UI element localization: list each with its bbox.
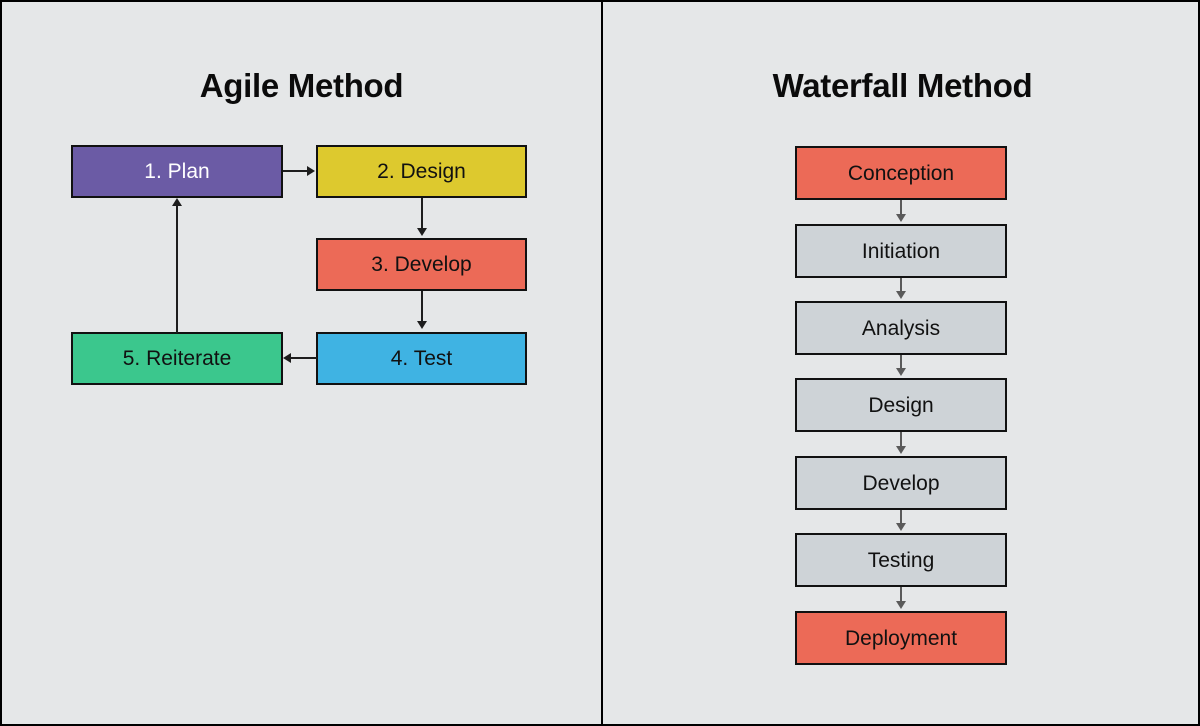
agile-node-plan[interactable]: 1. Plan xyxy=(71,145,283,198)
waterfall-node-testing-label: Testing xyxy=(867,548,935,572)
waterfall-panel-title: Waterfall Method xyxy=(772,67,1033,104)
agile-node-plan-label: 1. Plan xyxy=(144,160,210,183)
panel-divider xyxy=(601,2,603,724)
agile-node-design[interactable]: 2. Design xyxy=(316,145,527,198)
agile-node-test[interactable]: 4. Test xyxy=(316,332,527,385)
waterfall-node-deployment[interactable]: Deployment xyxy=(795,611,1007,665)
waterfall-node-conception-label: Conception xyxy=(847,161,955,185)
waterfall-node-design[interactable]: Design xyxy=(795,378,1007,432)
agile-node-design-label: 2. Design xyxy=(377,160,466,183)
agile-panel-title: Agile Method xyxy=(199,67,404,104)
waterfall-node-testing[interactable]: Testing xyxy=(795,533,1007,587)
waterfall-node-initiation-label: Initiation xyxy=(861,239,941,263)
waterfall-node-deployment-label: Deployment xyxy=(844,626,958,650)
agile-panel: Agile Method 1. Plan 2. Design 3. Develo… xyxy=(2,2,601,724)
agile-node-test-label: 4. Test xyxy=(390,347,453,370)
waterfall-node-analysis[interactable]: Analysis xyxy=(795,301,1007,355)
agile-node-reiterate-label: 5. Reiterate xyxy=(122,347,232,370)
waterfall-node-conception[interactable]: Conception xyxy=(795,146,1007,200)
waterfall-node-develop[interactable]: Develop xyxy=(795,456,1007,510)
waterfall-node-develop-label: Develop xyxy=(862,471,940,495)
waterfall-panel: Waterfall Method Conception Initiation A… xyxy=(603,2,1198,724)
waterfall-node-design-label: Design xyxy=(868,393,934,417)
agile-node-develop[interactable]: 3. Develop xyxy=(316,238,527,291)
agile-node-reiterate[interactable]: 5. Reiterate xyxy=(71,332,283,385)
waterfall-node-analysis-label: Analysis xyxy=(861,316,941,340)
agile-node-develop-label: 3. Develop xyxy=(371,253,472,276)
waterfall-node-initiation[interactable]: Initiation xyxy=(795,224,1007,278)
